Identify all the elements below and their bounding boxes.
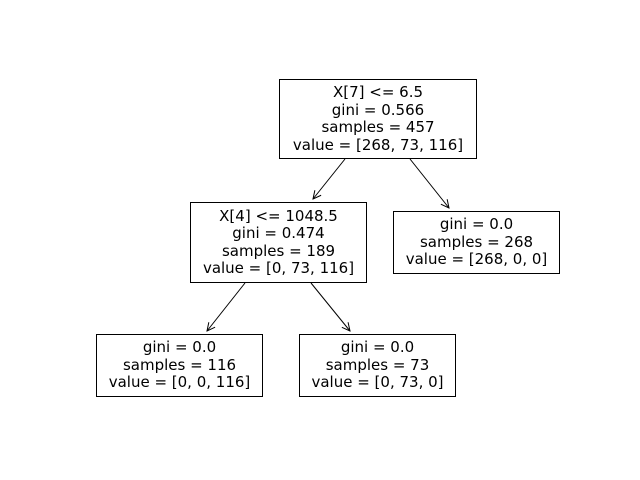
node-line: samples = 457 bbox=[321, 118, 435, 136]
node-line: value = [268, 73, 116] bbox=[292, 135, 464, 154]
node-line: value = [0, 73, 116] bbox=[202, 259, 355, 277]
edge-left-to-leftleft bbox=[207, 282, 246, 331]
node-line: X[4] <= 1048.5 bbox=[219, 206, 338, 225]
node-line: samples = 116 bbox=[122, 355, 237, 374]
node-line: gini = 0.0 bbox=[340, 338, 415, 357]
node-line: samples = 73 bbox=[325, 355, 430, 374]
node-line: X[7] <= 6.5 bbox=[332, 83, 424, 101]
tree-node-root: X[7] <= 6.5 gini = 0.566 samples = 457 v… bbox=[279, 79, 477, 159]
tree-node-left: X[4] <= 1048.5 gini = 0.474 samples = 18… bbox=[190, 202, 367, 283]
node-line: samples = 189 bbox=[221, 241, 336, 260]
edge-left-to-leftright bbox=[310, 282, 350, 331]
edge-root-to-right bbox=[409, 158, 449, 208]
node-line: value = [0, 73, 0] bbox=[311, 373, 444, 392]
node-line: samples = 268 bbox=[419, 232, 534, 251]
tree-node-left-right-leaf: gini = 0.0 samples = 73 value = [0, 73, … bbox=[299, 334, 456, 397]
edge-root-to-left bbox=[313, 158, 346, 199]
tree-node-left-left-leaf: gini = 0.0 samples = 116 value = [0, 0, … bbox=[96, 334, 263, 397]
node-line: gini = 0.566 bbox=[331, 100, 425, 119]
node-line: value = [0, 0, 116] bbox=[108, 373, 251, 392]
tree-node-right-leaf: gini = 0.0 samples = 268 value = [268, 0… bbox=[393, 211, 560, 274]
node-line: value = [268, 0, 0] bbox=[405, 250, 548, 269]
node-line: gini = 0.0 bbox=[439, 215, 514, 234]
node-line: gini = 0.0 bbox=[142, 338, 217, 357]
node-line: gini = 0.474 bbox=[232, 224, 325, 242]
